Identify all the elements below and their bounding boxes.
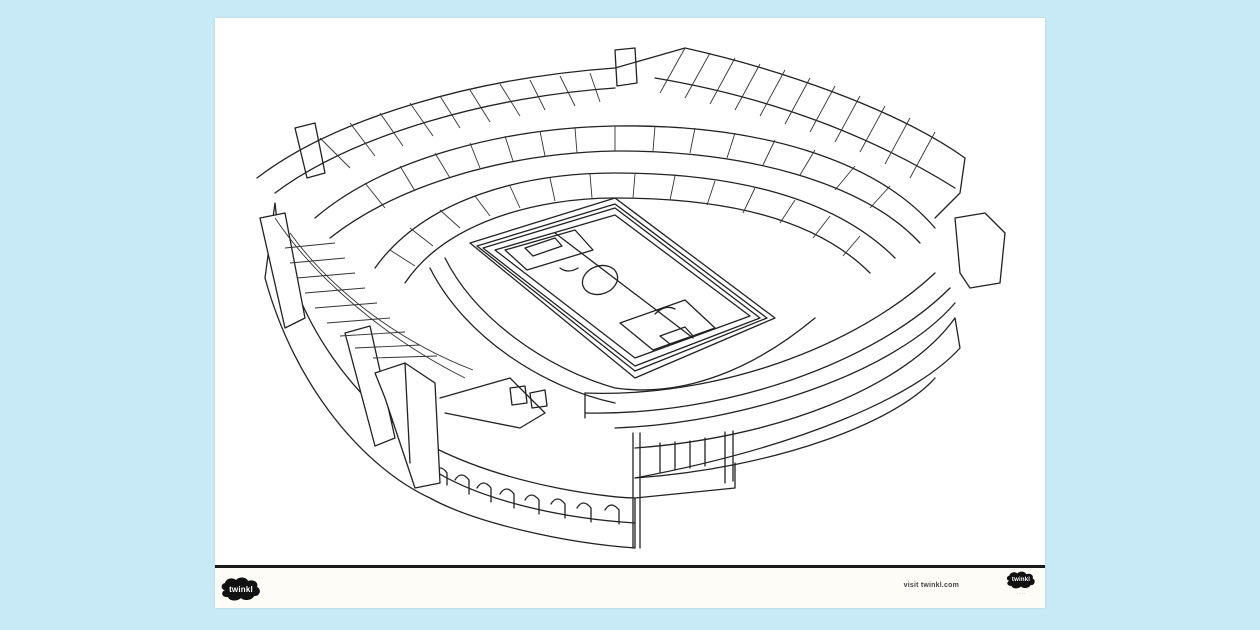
penalty-area-top bbox=[504, 229, 594, 271]
right-tower bbox=[954, 212, 1006, 289]
lower-front-ring bbox=[584, 272, 936, 394]
roof-outer-edge bbox=[256, 47, 966, 179]
footer-divider bbox=[215, 565, 1045, 568]
left-stand-rows bbox=[274, 217, 474, 379]
cloud-logo-icon bbox=[1006, 571, 1035, 589]
stadium-line-drawing bbox=[256, 47, 1006, 549]
logo-subtext: · · · · bbox=[1016, 591, 1026, 596]
middle-tier bbox=[374, 172, 896, 269]
roof-ribs bbox=[319, 47, 936, 179]
cloud-logo-icon bbox=[221, 577, 260, 601]
twinkl-logo-left[interactable]: twinkl bbox=[219, 576, 263, 602]
left-towers bbox=[259, 47, 638, 489]
pitch-boundary bbox=[494, 214, 751, 359]
footer: twinkl visit twinkl.com twinkl · · · · bbox=[215, 568, 1045, 608]
twinkl-logo-right: twinkl · · · · bbox=[1003, 570, 1039, 606]
visit-website-text[interactable]: visit twinkl.com bbox=[903, 582, 959, 589]
football-pitch bbox=[494, 214, 751, 359]
colouring-sheet: twinkl visit twinkl.com twinkl · · · · bbox=[215, 18, 1045, 608]
logo-text: twinkl bbox=[1011, 577, 1031, 583]
pitch-surround bbox=[469, 197, 776, 379]
upper-tier bbox=[314, 125, 936, 229]
logo-text: twinkl bbox=[229, 584, 253, 594]
seating-dividers-middle bbox=[389, 173, 861, 267]
seating-dividers-upper bbox=[364, 125, 891, 209]
halfway-line bbox=[554, 232, 694, 339]
stadium-artwork bbox=[215, 18, 1045, 563]
centre-circle bbox=[581, 264, 619, 296]
base-arches bbox=[434, 467, 620, 525]
